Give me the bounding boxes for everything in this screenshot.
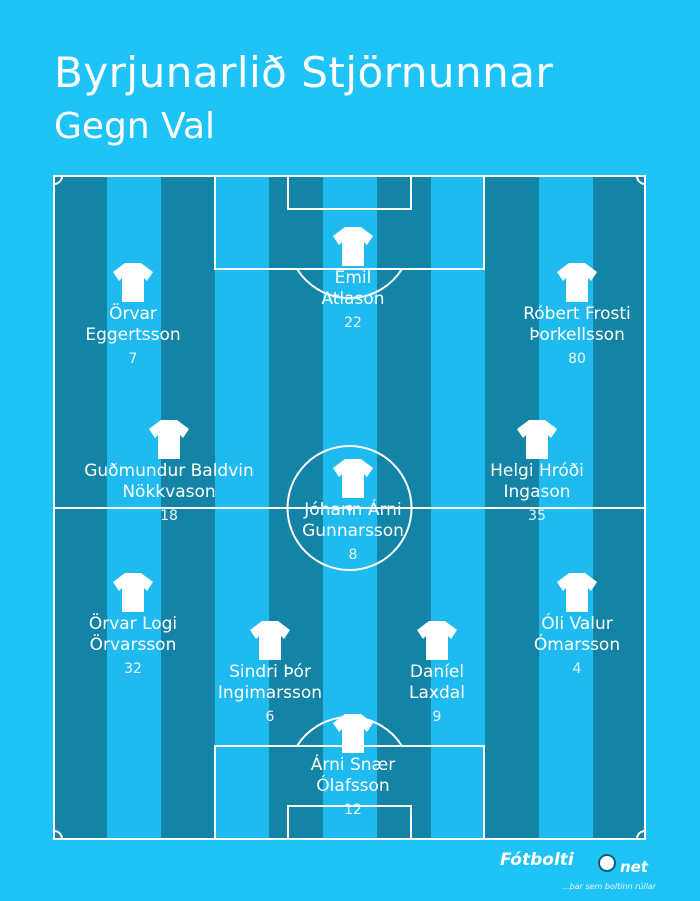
player-card: Örvar Eggertsson 7 <box>33 260 233 369</box>
shirt-icon <box>333 459 373 498</box>
player-number: 6 <box>265 709 275 725</box>
player-card: Guðmundur Baldvin Nökkvason 18 <box>69 417 269 526</box>
player-name: Örvar Eggertsson <box>85 304 181 345</box>
player-number: 9 <box>432 709 442 725</box>
shirt-icon <box>557 263 597 302</box>
corner-arc <box>53 830 63 840</box>
corner-arc <box>53 175 63 185</box>
football-pitch <box>53 175 646 840</box>
player-name: Sindri Þór Ingimarsson <box>217 662 323 703</box>
player-name: Emil Atlason <box>321 268 385 309</box>
player-name: Guðmundur Baldvin Nökkvason <box>84 461 254 502</box>
page-subtitle: Gegn Val <box>54 106 216 147</box>
logo-suffix: net <box>620 858 649 876</box>
player-name: Róbert Frosti Þorkellsson <box>523 304 631 345</box>
football-icon <box>598 854 616 872</box>
logo-brand: Fótbolti <box>500 850 574 870</box>
shirt-icon <box>113 263 153 302</box>
player-number: 4 <box>572 661 582 677</box>
page-title: Byrjunarlið Stjörnunnar <box>54 48 554 97</box>
player-name: Örvar Logi Örvarsson <box>88 614 178 655</box>
player-card: Óli Valur Ómarsson 4 <box>477 570 677 679</box>
shirt-icon <box>333 714 373 753</box>
player-number: 8 <box>348 547 358 563</box>
player-card: Örvar Logi Örvarsson 32 <box>33 570 233 679</box>
player-number: 7 <box>128 351 138 367</box>
player-card: Daníel Laxdal 9 <box>337 618 537 727</box>
player-number: 35 <box>528 508 546 524</box>
fotbolti-net-logo: Fótbolti net ...þar sem boltinn rúllar <box>500 848 660 898</box>
shirt-icon <box>149 420 189 459</box>
player-card: Róbert Frosti Þorkellsson 80 <box>477 260 677 369</box>
center-circle <box>286 445 413 571</box>
player-number: 22 <box>344 315 362 331</box>
shirt-icon <box>113 573 153 612</box>
bottom-goal-box <box>287 805 412 840</box>
player-name: Daníel Laxdal <box>409 662 465 703</box>
corner-arc <box>636 830 646 840</box>
player-number: 80 <box>568 351 586 367</box>
player-card: Sindri Þór Ingimarsson 6 <box>170 618 370 727</box>
player-name: Jóhann Árni Gunnarsson <box>302 500 404 541</box>
shirt-icon <box>517 420 557 459</box>
player-name: Árni Snær Ólafsson <box>310 755 396 796</box>
top-penalty-arc <box>296 268 403 300</box>
player-name: Helgi Hróði Ingason <box>490 461 584 502</box>
player-card: Árni Snær Ólafsson 12 <box>253 711 453 820</box>
player-card: Helgi Hróði Ingason 35 <box>437 417 637 526</box>
corner-arc <box>636 175 646 185</box>
shirt-icon <box>250 621 290 660</box>
player-card: Jóhann Árni Gunnarsson 8 <box>253 456 453 565</box>
player-number: 18 <box>160 508 178 524</box>
shirt-icon <box>417 621 457 660</box>
shirt-icon <box>333 227 373 266</box>
player-name: Óli Valur Ómarsson <box>533 614 621 655</box>
logo-tagline: ...þar sem boltinn rúllar <box>562 882 657 891</box>
top-goal-box <box>287 175 412 210</box>
player-card: Emil Atlason 22 <box>253 224 453 333</box>
center-spot <box>346 505 353 511</box>
shirt-icon <box>557 573 597 612</box>
player-number: 12 <box>344 802 362 818</box>
player-number: 32 <box>124 661 142 677</box>
